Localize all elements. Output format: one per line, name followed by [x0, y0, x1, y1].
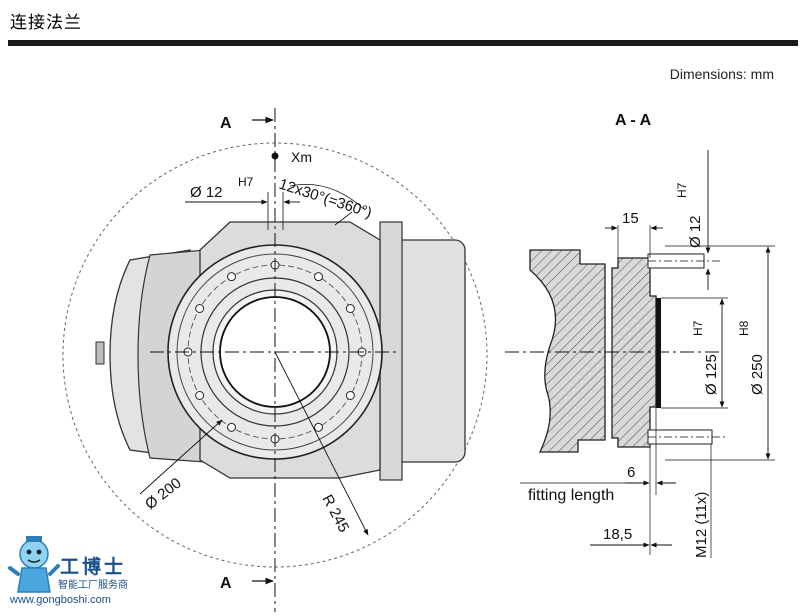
side-stud	[95, 341, 105, 365]
fitting-length-label: fitting length	[528, 487, 614, 504]
pcd-label: Ø 200	[142, 475, 185, 514]
dim-dowel-tolerance: H7	[675, 182, 689, 198]
dim-dowel: Ø 12	[687, 215, 704, 248]
title-divider	[8, 40, 798, 46]
dim-18-5: 18,5	[603, 526, 632, 543]
dim-flange-tolerance: H8	[737, 320, 751, 336]
bolt-hole	[227, 272, 236, 282]
dim-flange: Ø 250	[749, 354, 766, 395]
watermark-url: www.gongboshi.com	[10, 594, 111, 606]
dowel-dim-label: Ø 12	[190, 184, 223, 201]
flange-section	[611, 257, 657, 448]
bolt-hole	[314, 272, 323, 282]
thread-label: M12 (11x)	[693, 492, 710, 558]
bolt-hole	[345, 391, 355, 400]
bolt-hole	[345, 304, 355, 313]
hole-pattern-label: 12x30°(=360°)	[277, 176, 374, 222]
dim-6: 6	[627, 464, 635, 481]
bolt-holes	[183, 260, 367, 444]
section-view: A - A 15 Ø 12 H7 Ø 125 H7	[505, 112, 775, 558]
watermark-subtitle: 智能工厂服务商	[58, 580, 128, 591]
dowel-dim-tolerance: H7	[238, 175, 254, 189]
bolt-hole	[314, 422, 323, 432]
arm-section	[529, 249, 606, 453]
watermark-name: 工博士	[60, 556, 127, 578]
page-title: 连接法兰	[10, 13, 82, 33]
bolt-hole	[195, 391, 205, 400]
radius-label: R 245	[318, 492, 352, 535]
front-view: A A Xm Ø 12 H7 12x30°(=360°) Ø 200 R 245	[62, 108, 488, 612]
dim-bore-tolerance: H7	[691, 320, 705, 336]
section-marker-top: A	[220, 115, 232, 132]
housing-right-plate	[379, 221, 403, 481]
section-marker-bottom: A	[220, 575, 232, 592]
units-note: Dimensions: mm	[669, 66, 774, 82]
xm-label: Xm	[291, 149, 312, 165]
bolt-hole	[227, 422, 236, 432]
xm-point	[271, 152, 279, 160]
watermark-mascot-icon	[8, 536, 60, 593]
bolt-hole	[195, 304, 205, 313]
dim-15: 15	[622, 210, 639, 227]
dim-bore: Ø 125	[703, 354, 720, 395]
flange-face	[656, 298, 661, 408]
section-title: A - A	[615, 112, 652, 129]
